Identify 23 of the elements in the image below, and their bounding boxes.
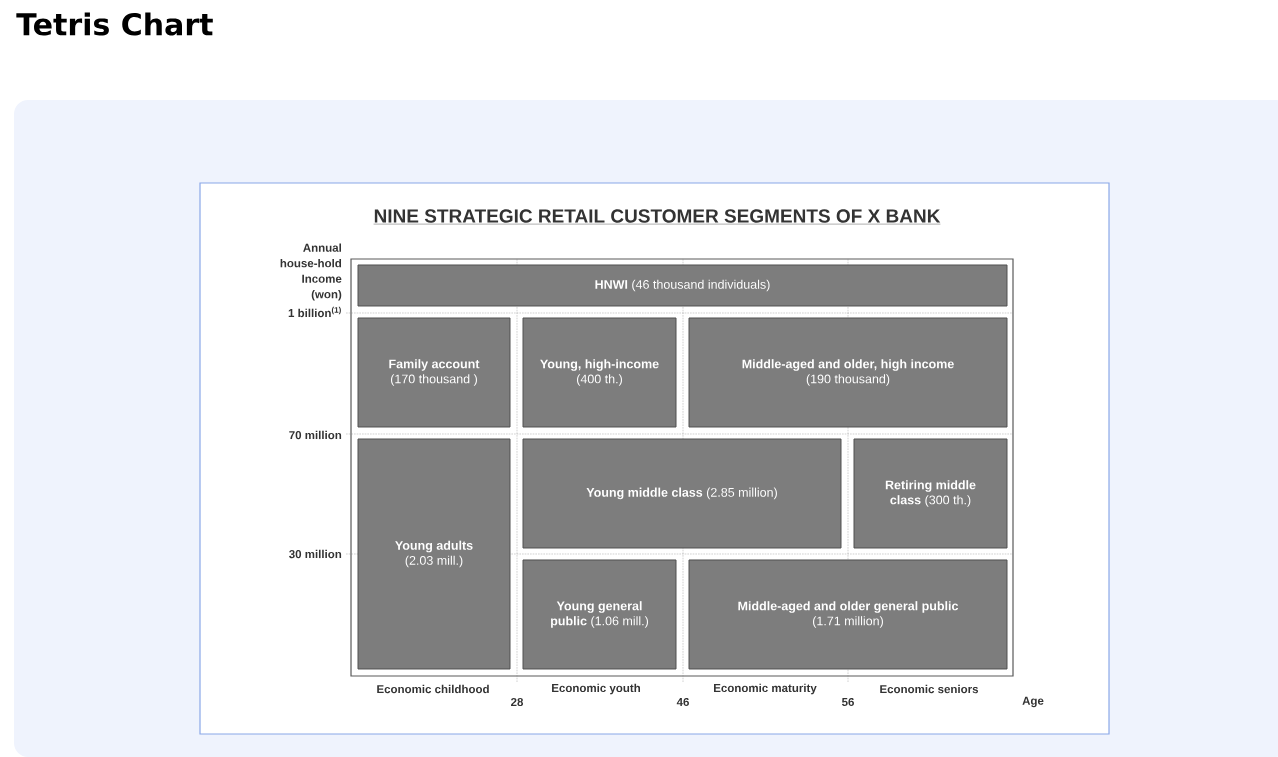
segment-box: Young, high-income (400 th.) [522, 317, 677, 428]
segment-box: Family account (170 thousand ) [357, 317, 511, 428]
tick-label: 28 [511, 697, 524, 707]
segment-box: Retiring middle class (300 th.) [853, 438, 1008, 549]
axis-title: Annual house-hold Income (won) [280, 243, 342, 301]
axis-category: Economic youth [552, 683, 640, 695]
segment-box: Young general public (1.06 mill.) [522, 559, 677, 670]
tick-label: 56 [841, 697, 854, 707]
axis-category: Economic seniors [880, 684, 979, 694]
segment-box: Middle-aged and older, high income (190 thousand) [688, 317, 1008, 428]
axis-category: Economic childhood [377, 684, 489, 694]
chart-heading: NINE STRATEGIC RETAIL CUSTOMER SEGMENTS OF X BANK [373, 209, 941, 225]
axis-title: Age [1022, 696, 1044, 708]
page-title: Tetris Chart [16, 12, 213, 36]
segment-box: Middle-aged and older general public (1.71 million) [688, 559, 1008, 670]
tick-label: 1 billion$^{(1)}$ [288, 306, 341, 318]
tick-label: 70 million [289, 430, 342, 440]
tick-label: 46 [676, 697, 689, 707]
segment-box: Young adults (2.03 mill.) [357, 438, 511, 670]
segment-box: Young middle class (2.85 million) [522, 438, 842, 549]
tick-label: 30 million [289, 549, 342, 559]
axis-category: Economic maturity [714, 683, 817, 695]
segment-box: HNWI (46 thousand individuals) [357, 264, 1008, 307]
